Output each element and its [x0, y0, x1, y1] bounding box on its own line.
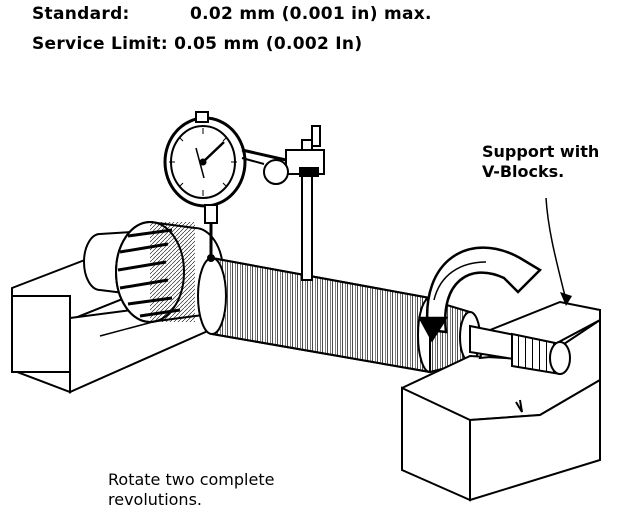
spec-standard-value: 0.02 mm (0.001 in) max.	[190, 4, 432, 24]
callout-support-line-1: Support with	[482, 142, 600, 161]
spec-limit-label: Service Limit:	[32, 34, 168, 54]
spec-standard-label: Standard:	[32, 4, 130, 24]
spec-service-limit: Service Limit: 0.05 mm (0.002 In)	[32, 34, 362, 54]
support-leader-line	[545, 197, 572, 306]
callout-rotate-line-2: revolutions.	[108, 490, 202, 509]
armature-core	[197, 256, 443, 374]
spec-limit-value: 0.05 mm (0.002 In)	[174, 34, 363, 54]
callout-rotate-revolutions: Rotate two complete revolutions.	[108, 470, 274, 510]
callout-rotate-line-1: Rotate two complete	[108, 470, 275, 489]
indicator-stand	[241, 125, 325, 281]
dial-indicator-icon	[163, 111, 247, 262]
rotation-arrow-icon	[417, 246, 543, 343]
callout-support-line-2: V-Blocks.	[482, 162, 565, 181]
spec-standard: Standard: 0.02 mm (0.001 in) max.	[32, 4, 432, 24]
shaft-right-end	[469, 324, 571, 413]
callout-support-v-blocks: Support with V-Blocks.	[482, 142, 599, 182]
helical-gear	[115, 221, 224, 323]
